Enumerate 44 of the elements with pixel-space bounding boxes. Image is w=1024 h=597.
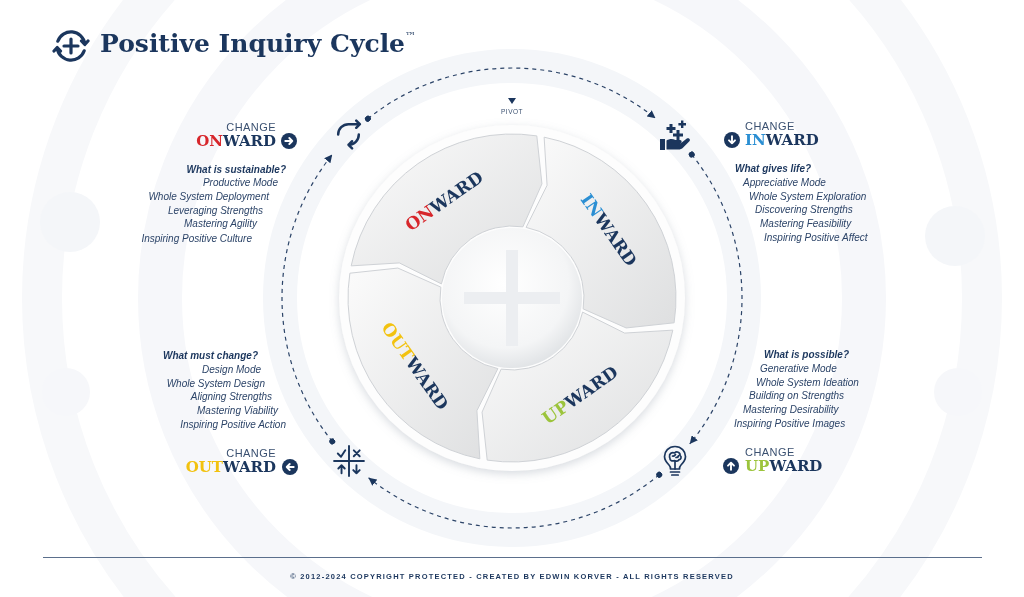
list-item: Whole System Ideation: [756, 377, 859, 389]
question-text: What is sustainable?: [186, 164, 286, 176]
list-item: Mastering Desirability: [743, 404, 839, 416]
direction-heading: INWARD: [745, 131, 819, 149]
list-item: Whole System Deployment: [148, 191, 269, 203]
list-item: Whole System Design: [166, 378, 265, 390]
ring-arrow-segment: [525, 136, 677, 329]
direction-heading: UPWARD: [745, 457, 823, 475]
list-item: Inspiring Positive Culture: [141, 233, 252, 245]
change-label: CHANGE: [745, 445, 795, 459]
list-item: Design Mode: [202, 364, 261, 376]
change-label: CHANGE: [226, 120, 276, 134]
list-item: Appreciative Mode: [743, 177, 826, 189]
list-item: Productive Mode: [202, 177, 278, 189]
dashed-arrow-arc: [281, 153, 336, 445]
dashed-arrow-arc: [367, 471, 663, 529]
list-item: Leveraging Strengths: [167, 205, 263, 217]
list-item: Discovering Strengths: [755, 204, 853, 216]
list-item: Mastering Feasibility: [760, 218, 852, 230]
dashed-arrow-arc: [688, 151, 743, 445]
list-item: Building on Strengths: [749, 390, 845, 402]
question-text: What gives life?: [735, 163, 812, 175]
title: Positive Inquiry Cycle$^{™}$: [100, 28, 417, 60]
list-item: Mastering Viability: [197, 405, 278, 417]
list-item: Inspiring Positive Images: [734, 418, 846, 430]
list-item: Mastering Agility: [184, 218, 257, 230]
lightbulb-icon: [662, 443, 687, 478]
change-label: CHANGE: [745, 119, 795, 133]
question-text: What is possible?: [764, 349, 849, 361]
list-item: Generative Mode: [760, 363, 837, 375]
direction-heading: ONWARD: [196, 132, 276, 150]
dashed-arrow-arc: [364, 67, 657, 122]
ring-arrow-segment: [350, 133, 543, 285]
check-cross-grid-icon: [333, 444, 366, 477]
question-text: What must change?: [163, 350, 258, 362]
list-item: Aligning Strengths: [190, 391, 272, 403]
ring-arrow-segment: [347, 267, 499, 460]
list-item: Inspiring Positive Action: [180, 419, 286, 431]
ring-arrow-segment: [481, 311, 674, 463]
direction-heading: OUTWARD: [185, 458, 276, 476]
hand-plus-icon: [658, 119, 691, 152]
list-item: Whole System Exploration: [749, 191, 867, 203]
change-label: CHANGE: [226, 446, 276, 460]
list-item: Inspiring Positive Affect: [764, 232, 868, 244]
